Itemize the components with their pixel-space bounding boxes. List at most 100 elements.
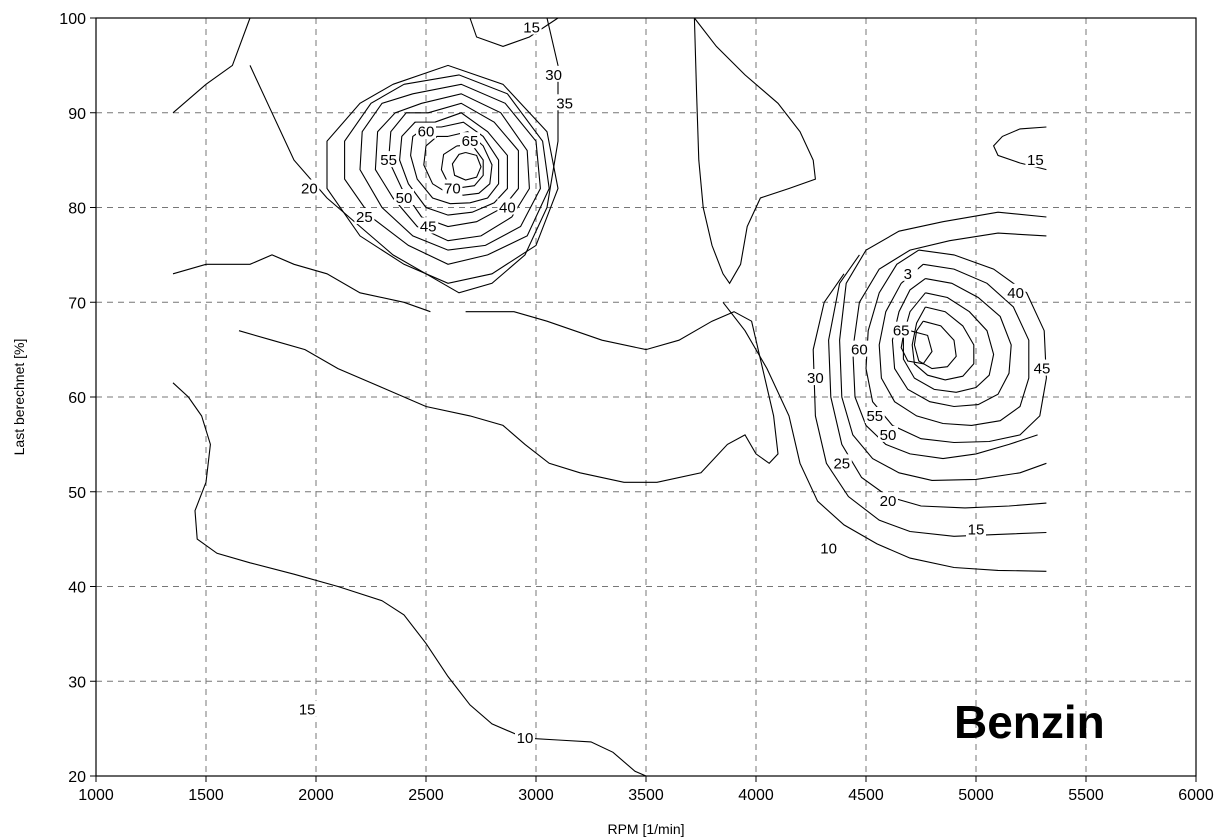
contour-line [388,102,519,228]
x-tick-label: 4000 [738,787,774,804]
contour-label: 65 [893,323,910,340]
contour-label: 25 [833,455,850,472]
contour-line [410,121,500,205]
y-tick-label: 70 [68,295,86,312]
contour-label: 40 [1007,285,1024,302]
y-tick-label: 50 [68,485,86,502]
y-tick-label: 30 [68,674,86,691]
contour-line [249,17,559,294]
contour-label: 30 [545,67,562,84]
contour-label: 60 [418,124,435,141]
contour-line [359,83,541,251]
contour-line [828,254,1047,509]
y-axis-title: Last berechnet [%] [11,339,27,456]
x-tick-label: 5500 [1068,787,1104,804]
x-tick-label: 3000 [518,787,554,804]
contour-label: 40 [499,200,516,217]
chart-annotation: Benzin [954,696,1105,748]
contour-label-bg [878,425,898,442]
contour-label: 3 [904,266,912,283]
contour-label-bg [878,492,898,509]
y-tick-label: 90 [68,106,86,123]
contour-label: 15 [299,702,316,719]
contour-line [326,64,559,284]
y-tick-label: 60 [68,390,86,407]
contour-label-bg [378,151,399,168]
contour-label: 60 [851,342,868,359]
contour-label-bg [442,179,463,196]
contour-label: 35 [556,95,573,112]
contour-line [911,306,975,381]
contour-line [440,144,484,189]
x-tick-label: 2000 [298,787,334,804]
x-tick-label: 1500 [188,787,224,804]
contour-label-bg [521,18,542,35]
contour-lines [172,17,1047,777]
contour-label: 10 [820,541,837,558]
x-tick-label: 2500 [408,787,444,804]
contour-label-bg [1005,283,1026,300]
contour-label: 45 [1034,361,1051,378]
x-tick-label: 5000 [958,787,994,804]
contour-label-bg [864,406,885,423]
contour-label-bg [394,189,414,206]
contour-line [172,254,431,313]
contour-label-bg [299,179,320,196]
contour-line [451,151,482,181]
contour-line [374,93,530,242]
contour-line [469,17,559,47]
contour-label: 10 [517,730,534,747]
contour-label-bg [297,700,318,717]
contour-label: 20 [301,181,318,198]
contour-line [992,126,1047,171]
contour-label-bg [515,729,535,746]
contour-label-bg [416,122,436,139]
contour-line [852,232,1047,460]
contour-label: 55 [866,408,883,425]
contour-label: 25 [356,209,373,226]
contour-label: 30 [807,370,824,387]
contour-line [399,112,508,216]
x-tick-label: 6000 [1178,787,1214,804]
contour-label: 50 [880,427,897,444]
contour-label-bg [966,520,986,537]
contour-line [693,17,816,285]
contour-label-bg [1025,151,1046,168]
contour-label-bg [1032,359,1052,376]
contour-label-bg [818,539,839,556]
contour-label-bg [897,264,918,281]
contour-label: 70 [444,181,461,198]
contour-label: 15 [968,522,985,539]
contour-label-bg [891,321,912,338]
contour-label: 20 [880,493,897,510]
contour-label: 15 [1027,152,1044,169]
contour-line [172,382,647,777]
contour-labels: 15 30 35 60 65 55 70 50 45 40 20 25 15 3 40 65 60 45 30 55 5… [297,18,1052,747]
contour-label-bg [354,207,375,224]
contour-label-bg [418,217,439,234]
contour-line [902,292,995,393]
contour-line [891,278,1012,408]
y-tick-label: 80 [68,201,86,218]
contour-line [812,273,1047,537]
x-tick-label: 3500 [628,787,664,804]
contour-label: 55 [380,152,397,169]
contour-label-bg [831,454,852,471]
contour-line [839,211,1047,481]
contour-label-bg [497,198,518,215]
contour-line [238,311,779,483]
contour-label-bg [460,132,480,149]
contour-label-bg [554,94,575,111]
contour-label: 15 [523,19,540,36]
contour-label: 65 [462,133,479,150]
contour-line [172,17,251,114]
contour-line [722,301,1047,572]
contour-label: 45 [420,218,437,235]
contour-label: 50 [396,190,413,207]
x-axis-title: RPM [1/min] [607,821,684,837]
y-tick-label: 100 [59,11,86,28]
contour-label-bg [805,369,826,386]
